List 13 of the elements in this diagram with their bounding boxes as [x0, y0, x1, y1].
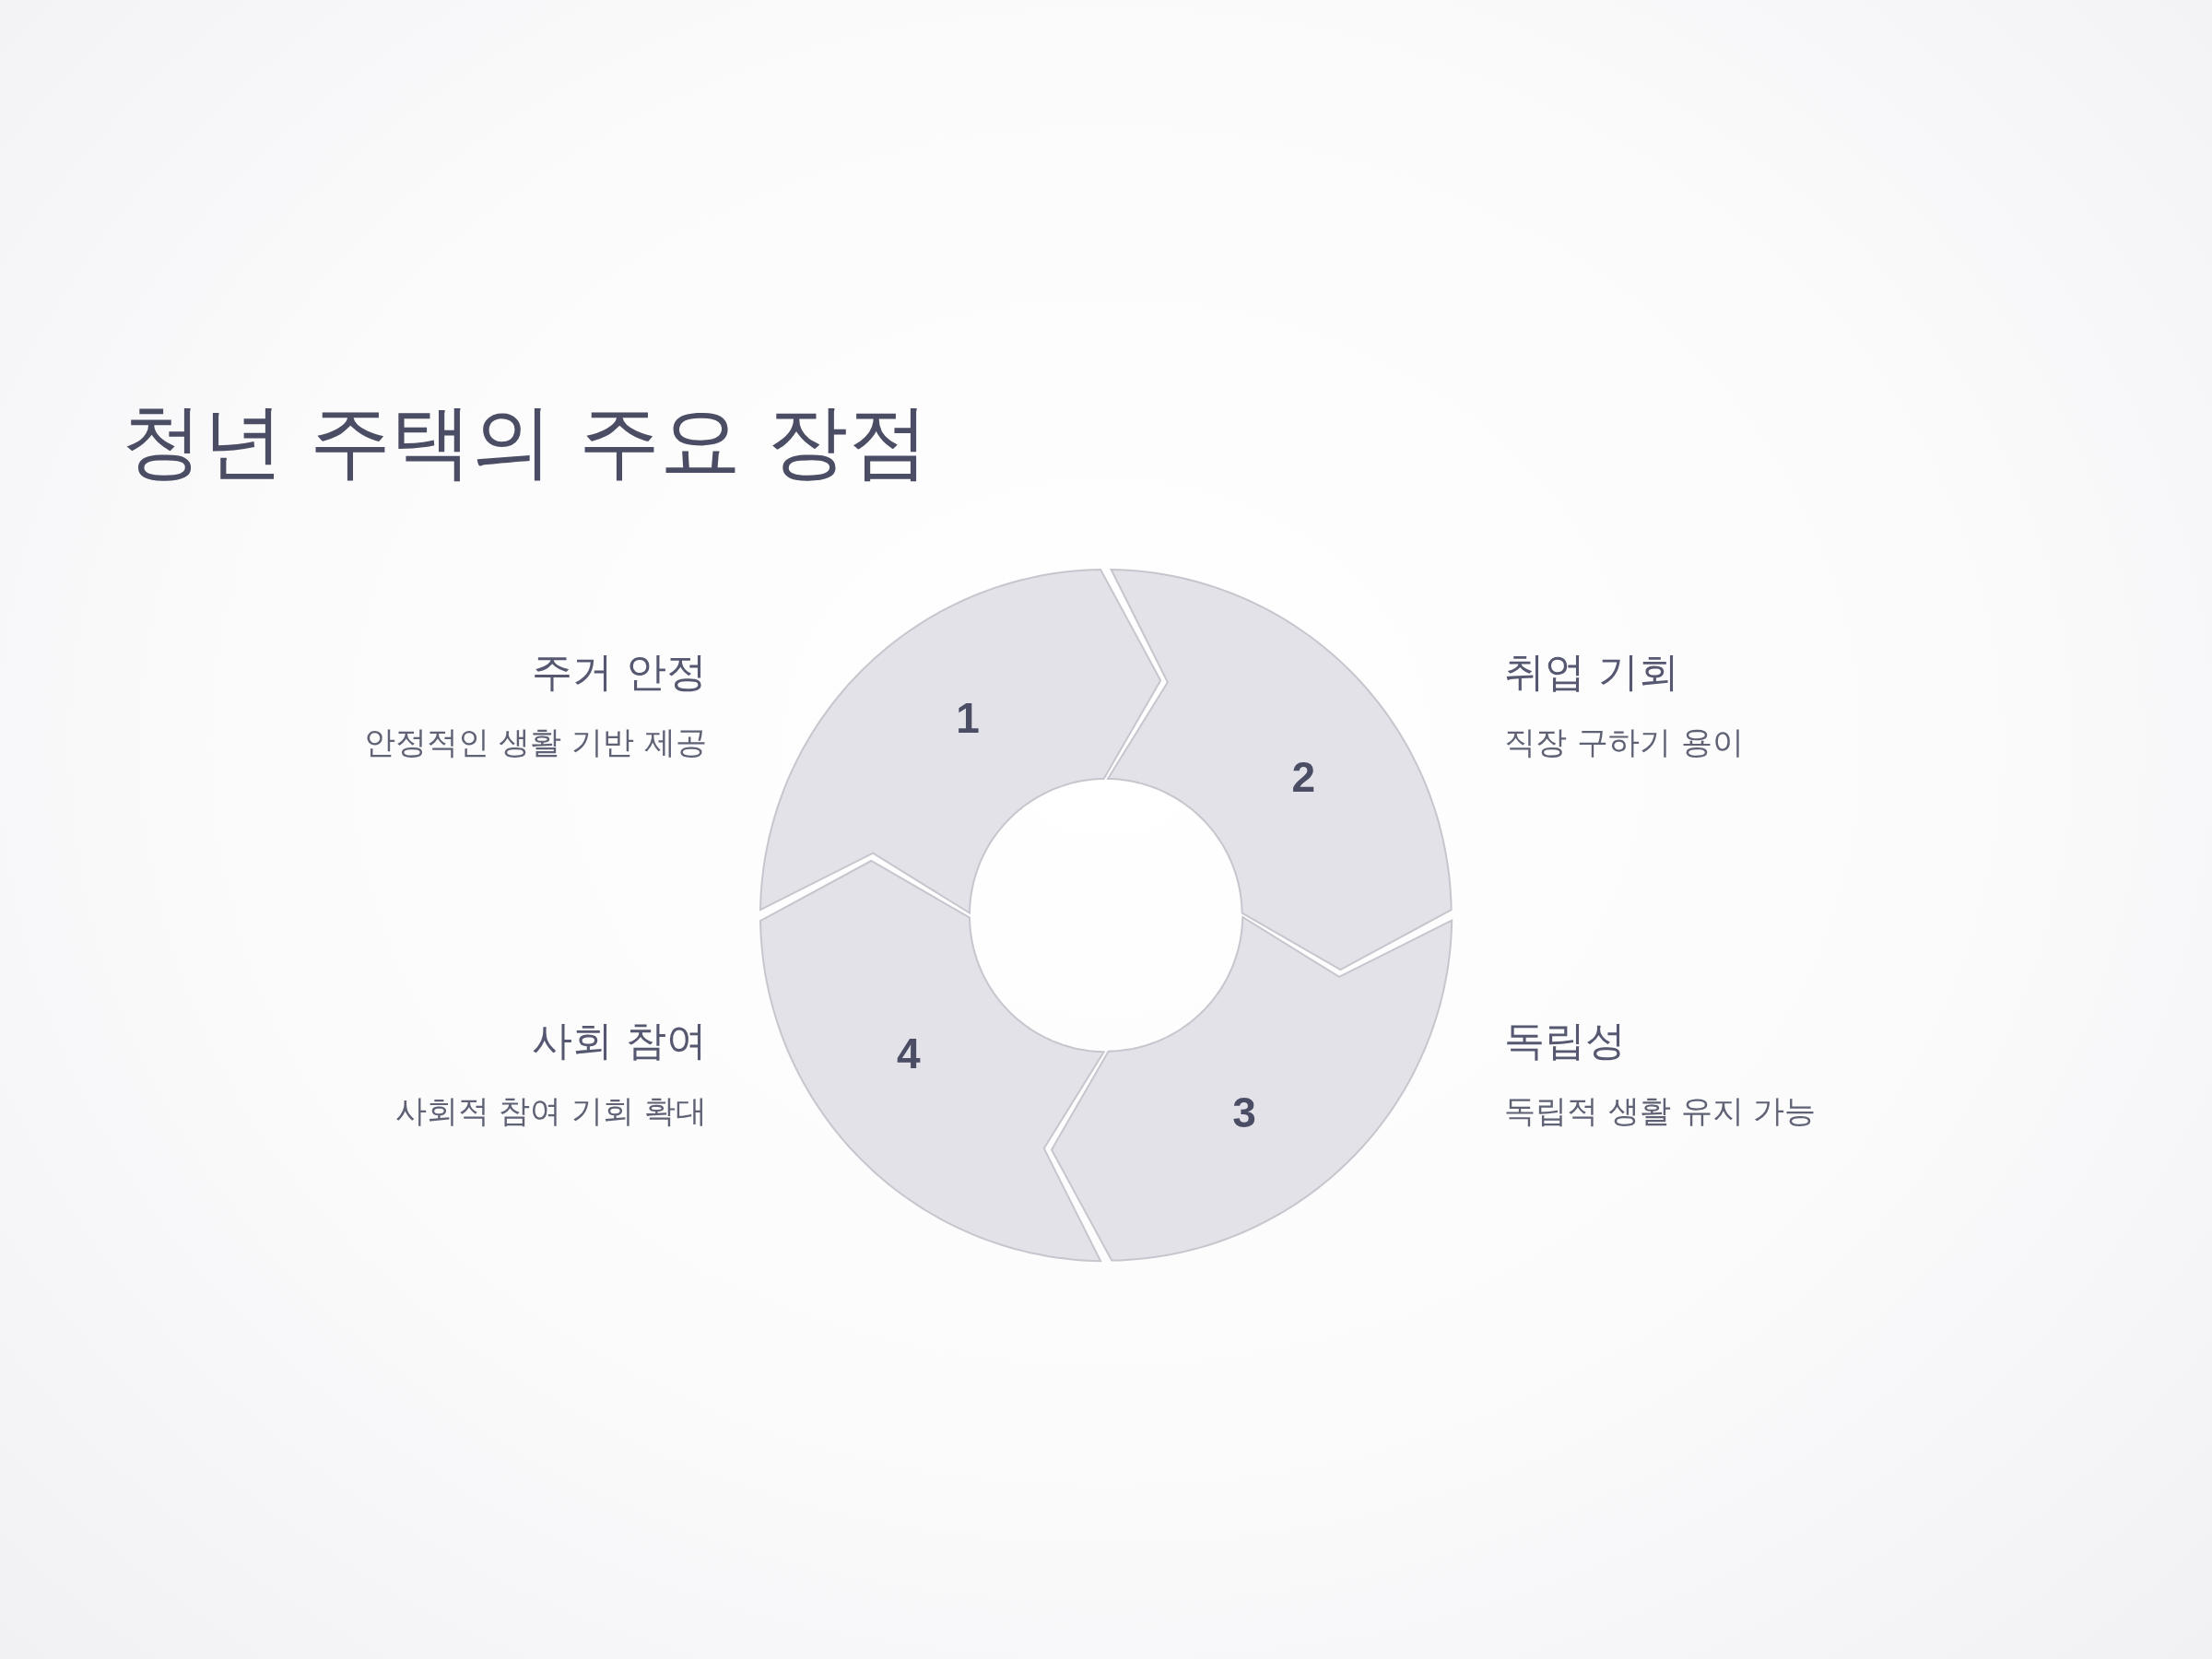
step-number: 1	[956, 692, 980, 743]
benefit-heading: 독립성	[1504, 1016, 1626, 1065]
benefit-description: 사회적 참여 기회 확대	[394, 1091, 707, 1131]
title: 청년 주택의 주요 장점	[122, 393, 929, 490]
step-number: 2	[1291, 752, 1315, 802]
benefit-description: 안정적인 생활 기반 제공	[363, 723, 707, 762]
benefit-description: 독립적 생활 유지 가능	[1504, 1091, 1817, 1131]
step-number: 4	[896, 1028, 921, 1078]
benefit-heading: 사회 참여	[532, 1016, 707, 1065]
benefit-heading: 취업 기회	[1504, 647, 1679, 697]
benefit-heading: 주거 안정	[532, 647, 707, 697]
step-number: 3	[1232, 1088, 1256, 1138]
benefit-description: 직장 구하기 용이	[1504, 723, 1744, 762]
